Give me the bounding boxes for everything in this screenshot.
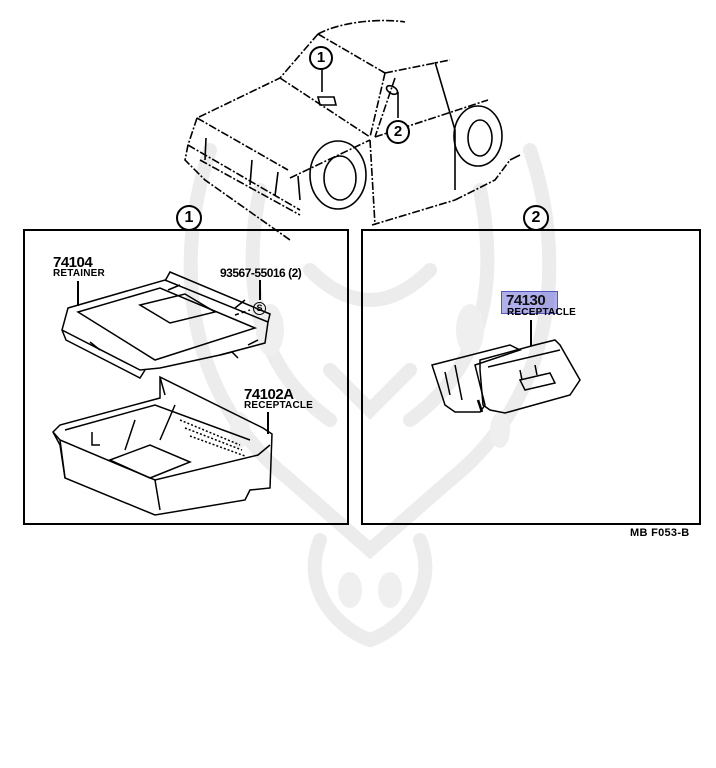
panel-2-label: 2 <box>523 205 549 231</box>
diagram-code: MB F053-B <box>630 527 690 539</box>
part-name-retainer: RETAINER <box>53 268 105 279</box>
part-number-93567-55016[interactable]: 93567-55016 (2) <box>220 266 302 280</box>
part-highlight-74130 <box>501 291 558 314</box>
part-number-74102a[interactable]: 74102A <box>244 386 294 403</box>
overview-callout-1[interactable]: 1 <box>309 46 333 70</box>
screw-symbol-s: S <box>253 302 266 315</box>
part-number-74130[interactable]: 74130 <box>506 292 546 309</box>
panel-2 <box>361 229 701 525</box>
car-overview-drawing <box>184 19 521 241</box>
leader-line-receptacle-2 <box>530 320 532 346</box>
leader-line-retainer <box>77 281 79 306</box>
leader-line-screw <box>259 280 261 300</box>
part-number-74104[interactable]: 74104 <box>53 254 93 271</box>
panel-1 <box>23 229 349 525</box>
leader-line-receptacle-1 <box>267 412 269 434</box>
overview-callout-2[interactable]: 2 <box>386 120 410 144</box>
watermark-emblem <box>183 143 557 648</box>
part-name-receptacle-1: RECEPTACLE <box>244 400 314 411</box>
part-name-receptacle-2: RECEPTACLE <box>507 307 577 318</box>
